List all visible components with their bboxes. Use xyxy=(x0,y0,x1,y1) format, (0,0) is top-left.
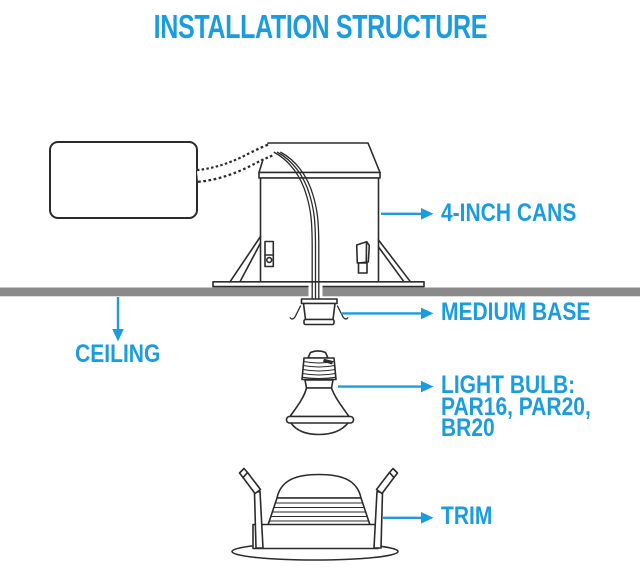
page-title-text: INSTALLATION STRUCTURE xyxy=(153,8,487,45)
arrow-ceiling xyxy=(112,297,124,342)
label-light-bulb: LIGHT BULB: PAR16, PAR20, BR20 xyxy=(441,371,591,442)
label-4-inch-cans: 4-INCH CANS xyxy=(441,199,577,227)
bulb-tip xyxy=(307,350,329,359)
bulb-neck xyxy=(304,379,334,389)
arrow-4-inch-cans xyxy=(381,208,434,220)
wires xyxy=(273,151,323,299)
bulb-thread-shadow xyxy=(323,358,333,365)
light-bulb xyxy=(285,350,355,436)
torsion-clip-left xyxy=(264,240,275,268)
label-light-bulb-line3: BR20 xyxy=(441,414,495,442)
label-light-bulb-line2: PAR16, PAR20, xyxy=(441,392,591,421)
flexible-conduit xyxy=(196,143,274,183)
mounting-brace-right xyxy=(377,239,412,283)
trim-spring-left xyxy=(238,467,264,549)
trim-dome xyxy=(276,473,362,499)
mounting-brace-left xyxy=(229,235,262,283)
arrow-trim xyxy=(383,512,434,524)
trim xyxy=(231,467,399,561)
label-ceiling: CEILING xyxy=(38,342,198,367)
medium-base-socket xyxy=(289,298,349,326)
label-medium-base: MEDIUM BASE xyxy=(441,298,591,326)
label-light-bulb-line1: LIGHT BULB: xyxy=(441,371,576,399)
can-rim-band xyxy=(258,171,381,179)
socket-spring-right xyxy=(336,305,349,320)
torsion-clip-right xyxy=(355,240,371,274)
label-ceiling-text: CEILING xyxy=(75,340,161,368)
arrow-medium-base xyxy=(341,307,434,320)
junction-box xyxy=(49,141,198,219)
trim-body xyxy=(252,523,379,550)
trim-spring-right xyxy=(373,467,399,549)
can-top-face xyxy=(258,142,381,174)
bulb-rim xyxy=(285,415,355,424)
label-trim: TRIM xyxy=(441,502,493,530)
arrow-light-bulb xyxy=(338,380,434,393)
can-housing xyxy=(212,142,425,288)
socket-spring-left xyxy=(289,305,302,320)
page-title: INSTALLATION STRUCTURE xyxy=(0,10,640,43)
bulb-body xyxy=(289,387,350,418)
bulb-lens xyxy=(290,422,349,436)
